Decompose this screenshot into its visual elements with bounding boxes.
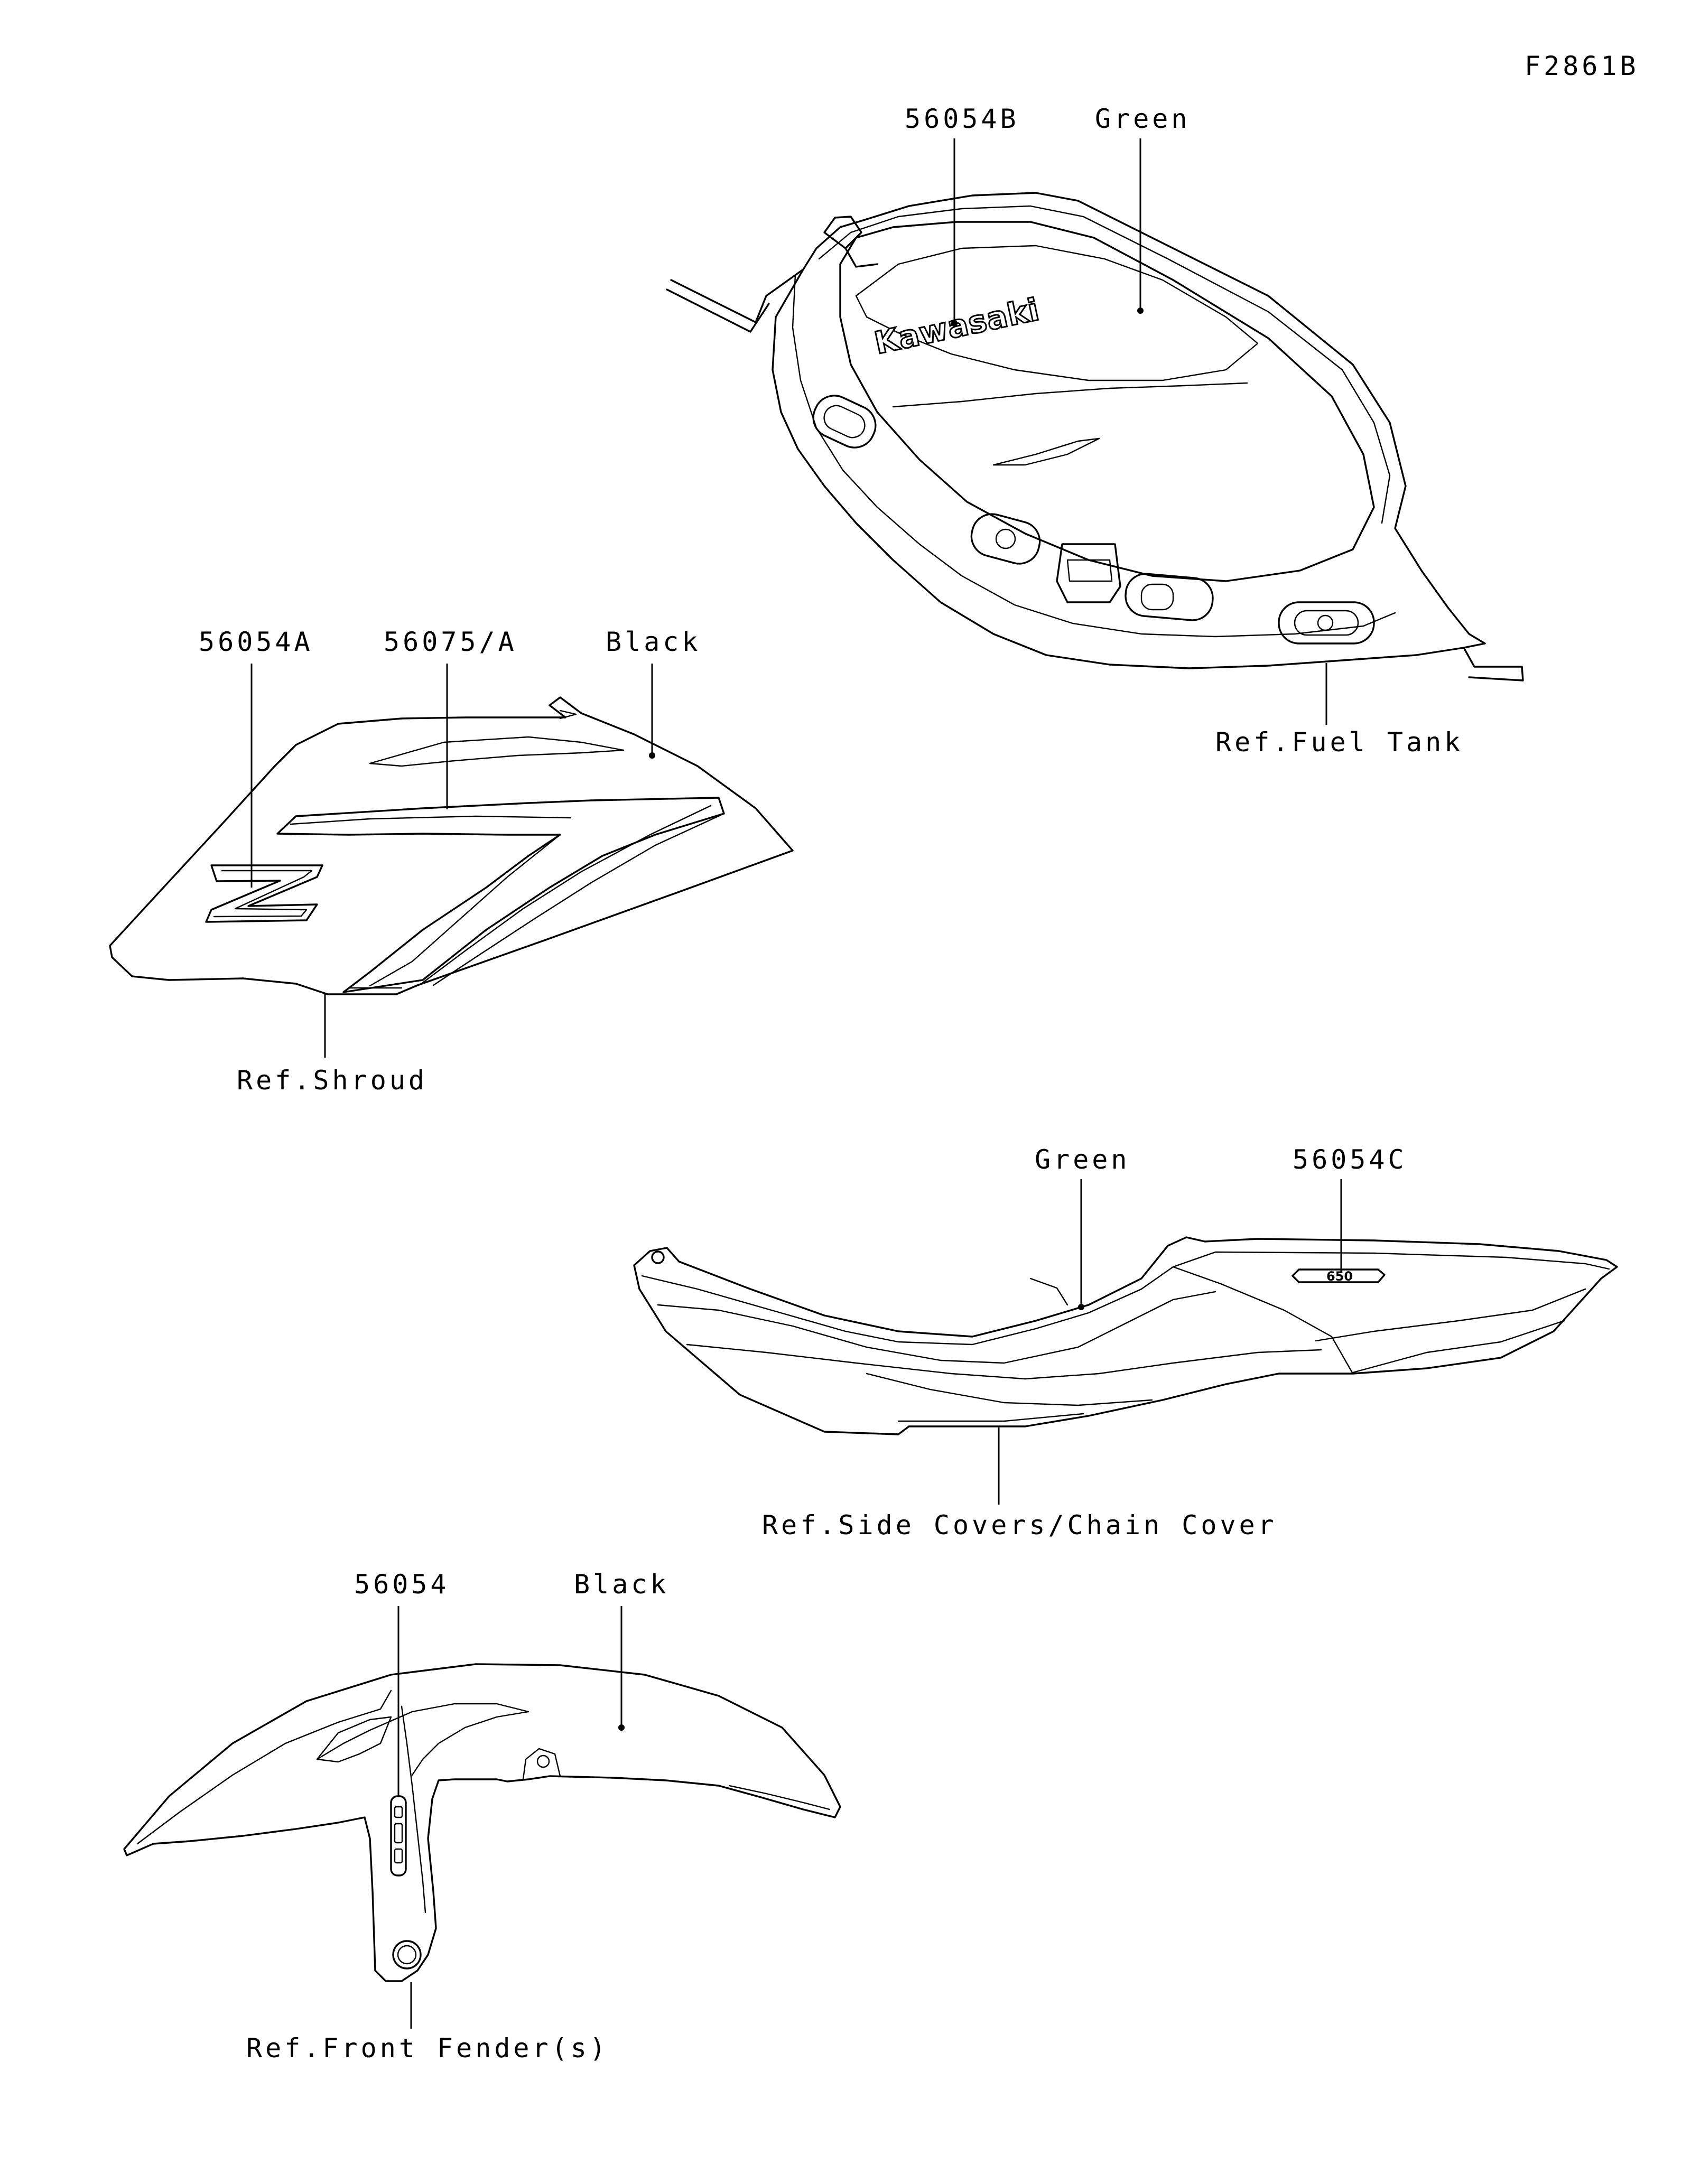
callout-56054b: 56054B	[905, 104, 1019, 134]
callout-fender-black: Black	[574, 1569, 670, 1600]
diagram-code: F2861B	[1525, 51, 1639, 81]
callout-56075a: 56075/A	[384, 627, 517, 657]
callout-shroud-black: Black	[606, 627, 701, 657]
tank-bracket	[1056, 543, 1121, 603]
kawasaki-logo-decal: Kawasaki	[870, 291, 1043, 362]
callout-side-green: Green	[1035, 1144, 1130, 1175]
fender-decal-56054	[390, 1795, 407, 1877]
650-emblem-decal: 650	[1292, 1268, 1386, 1284]
tank-mount-mid-left	[970, 513, 1041, 565]
callout-56054: 56054	[354, 1569, 450, 1600]
ref-fuel-tank: Ref.Fuel Tank	[1215, 727, 1463, 758]
ref-front-fender: Ref.Front Fender(s)	[246, 2033, 609, 2064]
tank-mount-mid-right	[1125, 573, 1214, 621]
callout-56054a: 56054A	[199, 627, 313, 657]
svg-text:Kawasaki: Kawasaki	[871, 291, 1043, 361]
side-cover-drawing: 650	[633, 1236, 1618, 1435]
fuel-tank-drawing: Kawasaki	[666, 192, 1524, 682]
ref-side-covers-chain-cover: Ref.Side Covers/Chain Cover	[762, 1510, 1277, 1541]
ref-shroud: Ref.Shroud	[237, 1065, 428, 1096]
callout-tank-green: Green	[1095, 104, 1191, 134]
front-fender-drawing	[123, 1663, 841, 1982]
tank-mount-right	[1278, 601, 1375, 645]
tank-mount-left	[812, 395, 877, 449]
svg-text:650: 650	[1326, 1269, 1353, 1284]
shroud-drawing	[109, 696, 794, 995]
callout-56054c: 56054C	[1293, 1144, 1407, 1175]
